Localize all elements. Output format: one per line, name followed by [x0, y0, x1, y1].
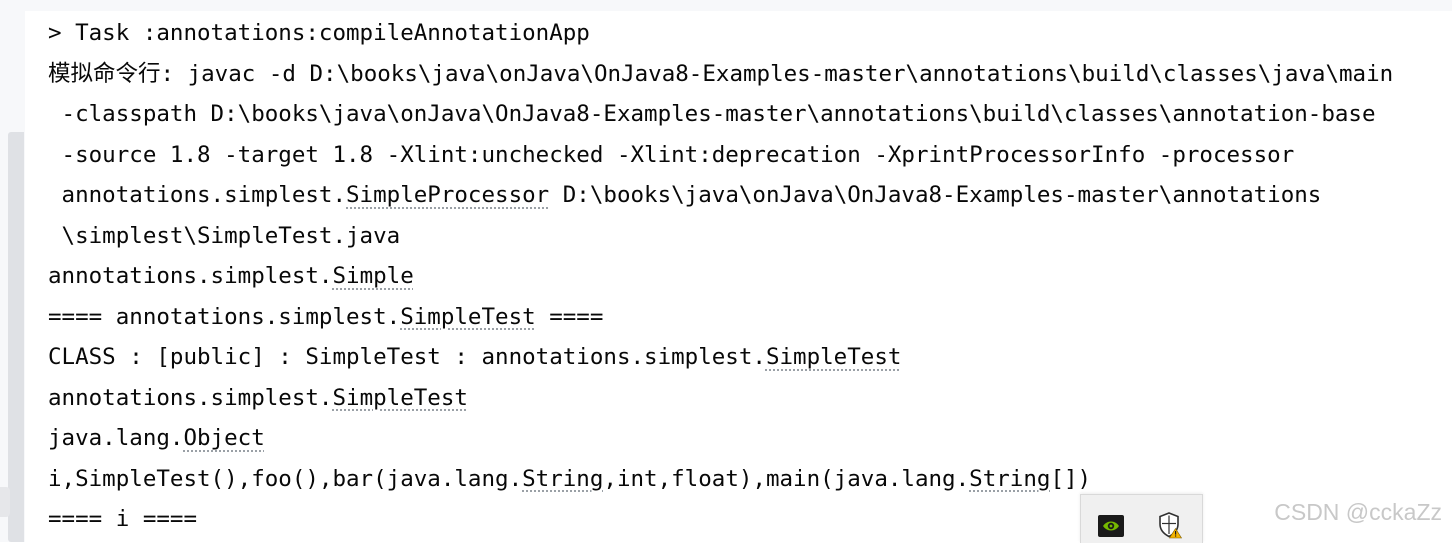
console-text: ==== annotations.simplest.	[48, 303, 401, 330]
class-reference-link[interactable]: Object	[183, 425, 265, 451]
class-reference-link[interactable]: SimpleTest	[332, 384, 468, 411]
console-output: > Task :annotations:compileAnnotationApp…	[48, 13, 1452, 540]
console-text: CLASS : [public] : SimpleTest : annotati…	[48, 344, 766, 370]
console-gutter	[0, 0, 25, 542]
console-text: ,int,float),main(java.lang.	[603, 465, 970, 492]
console-text: ====	[535, 303, 604, 330]
console-text: annotations.simplest.	[48, 263, 333, 289]
console-text: i,SimpleTest(),foo(),bar(java.lang.	[48, 465, 523, 492]
scrollbar-thumb[interactable]	[8, 132, 24, 542]
console-line: > Task :annotations:compileAnnotationApp	[48, 20, 590, 46]
console-line: \simplest\SimpleTest.java	[48, 222, 401, 249]
console-line: -classpath D:\books\java\onJava\OnJava8-…	[48, 101, 1376, 127]
console-text: annotations.simplest.	[48, 384, 333, 411]
watermark: CSDN @cckaZz	[1274, 499, 1442, 525]
console-line: java.lang.Object	[48, 418, 1452, 459]
class-reference-link[interactable]: Simple	[332, 263, 414, 289]
console-line: i,SimpleTest(),foo(),bar(java.lang.Strin…	[48, 459, 1452, 500]
system-tray-popup	[1080, 494, 1203, 543]
class-reference-link[interactable]: String	[969, 465, 1051, 492]
console-text: java.lang.	[48, 425, 184, 451]
console-line: 模拟命令行: javac -d D:\books\java\onJava\OnJ…	[48, 60, 1394, 87]
class-reference-link[interactable]: String	[522, 465, 604, 492]
console-line: annotations.simplest.SimpleProcessor D:\…	[48, 175, 1452, 216]
security-shield-icon[interactable]	[1157, 511, 1183, 539]
console-line: annotations.simplest.Simple	[48, 256, 1452, 297]
console-line: CLASS : [public] : SimpleTest : annotati…	[48, 337, 1452, 378]
console-text: [])	[1050, 465, 1092, 492]
console-text: annotations.simplest.	[48, 182, 347, 208]
console-line: ==== annotations.simplest.SimpleTest ===…	[48, 297, 1452, 338]
console-line: -source 1.8 -target 1.8 -Xlint:unchecked…	[48, 141, 1295, 168]
console-text: D:\books\java\onJava\OnJava8-Examples-ma…	[549, 182, 1322, 208]
console-top-strip	[0, 0, 1452, 11]
gutter-marker	[0, 487, 10, 517]
console-line: ==== i ====	[48, 506, 198, 532]
class-reference-link[interactable]: SimpleTest	[400, 303, 536, 330]
console-line: annotations.simplest.SimpleTest	[48, 378, 1452, 419]
class-reference-link[interactable]: SimpleProcessor	[346, 182, 550, 208]
class-reference-link[interactable]: SimpleTest	[765, 344, 902, 370]
nvidia-icon[interactable]	[1098, 513, 1124, 539]
